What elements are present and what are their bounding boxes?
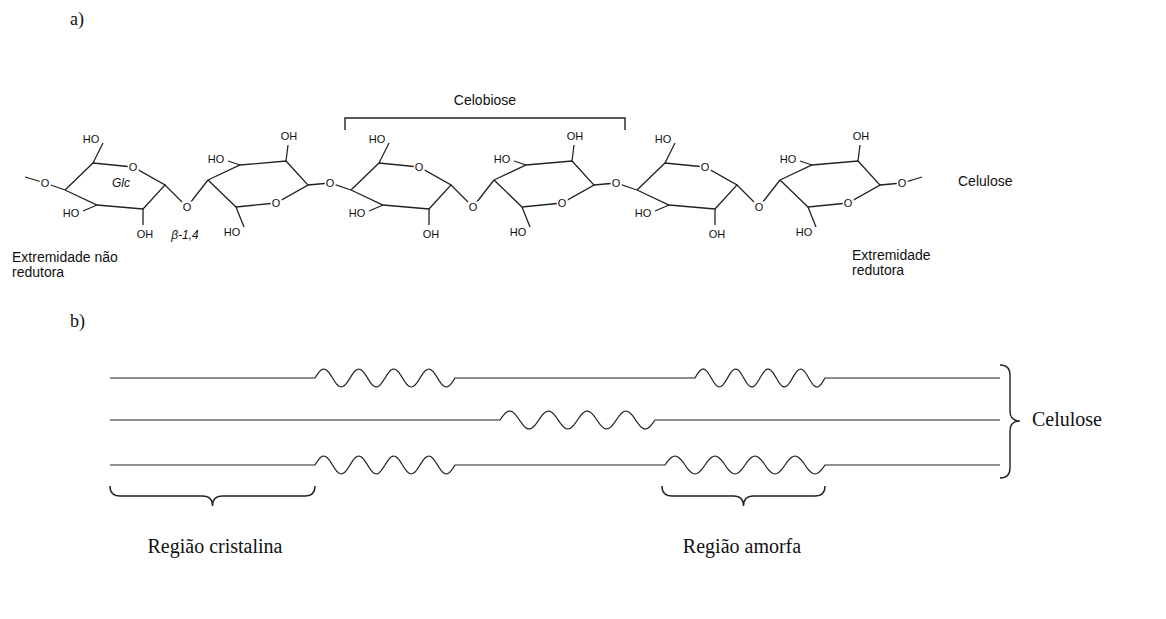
atom-label: HO — [795, 227, 814, 238]
atom-label: OH — [422, 229, 441, 240]
atom-label: HO — [634, 208, 653, 219]
curly-brace — [110, 486, 315, 506]
bond-line — [655, 205, 669, 211]
bond-line — [83, 205, 97, 211]
atom-label: O — [40, 178, 51, 189]
region-label: Região amorfa — [683, 535, 801, 557]
glucose-ring — [780, 161, 880, 207]
atom-label: O — [897, 178, 908, 189]
residue-label: Glc — [111, 177, 131, 189]
atom-label: O — [271, 198, 282, 209]
atom-label: HO — [207, 154, 226, 165]
atom-label: O — [611, 178, 622, 189]
atom-label: HO — [509, 227, 528, 238]
panel-letter: a) — [70, 10, 84, 30]
bond-line — [142, 209, 143, 225]
cellobiose-bracket — [345, 118, 625, 130]
structure-label: Celulose — [1032, 408, 1102, 430]
atom-label: OH — [708, 229, 727, 240]
bond-line — [369, 205, 383, 211]
bond-label: β-1,4 — [170, 229, 200, 241]
bond-line — [228, 161, 240, 165]
atom-label: HO — [62, 208, 81, 219]
bond-line — [665, 143, 675, 163]
atom-label: HO — [223, 227, 242, 238]
glucose-ring — [494, 161, 594, 207]
cellulose-chain — [110, 456, 1000, 474]
atom-label: HO — [82, 134, 101, 145]
atom-label: O — [754, 202, 765, 213]
end-label: Extremidade redutora — [852, 248, 972, 279]
atom-label: HO — [654, 134, 673, 145]
chain-continuation — [25, 177, 65, 190]
atom-label: O — [325, 178, 336, 189]
atom-label: O — [128, 162, 139, 173]
cellulose-chain — [110, 411, 1000, 429]
atom-label: OH — [136, 229, 155, 240]
glucose-ring — [65, 163, 165, 209]
atom-label: O — [414, 162, 425, 173]
glucose-ring — [208, 161, 308, 207]
glucose-ring — [351, 163, 451, 209]
atom-label: HO — [368, 134, 387, 145]
bond-line — [858, 145, 860, 161]
bond-line — [514, 161, 526, 165]
atom-label: O — [557, 198, 568, 209]
bond-line — [379, 143, 389, 163]
panel-letter: b) — [70, 312, 85, 332]
curly-brace — [662, 486, 825, 506]
atom-label: OH — [852, 131, 871, 142]
curly-brace — [1000, 365, 1020, 478]
cellulose-chain — [110, 369, 1000, 387]
bond-line — [522, 207, 530, 227]
atom-label: O — [182, 202, 193, 213]
bond-line — [236, 207, 244, 227]
molecule-label: Celulose — [958, 174, 1012, 189]
bond-line — [93, 143, 103, 163]
atom-label: O — [700, 162, 711, 173]
bracket-label: Celobiose — [454, 93, 516, 108]
atom-label: O — [843, 198, 854, 209]
bond-line — [800, 161, 812, 165]
atom-label: HO — [348, 208, 367, 219]
bond-line — [428, 209, 429, 225]
bond-line — [714, 209, 715, 225]
atom-label: HO — [779, 154, 798, 165]
atom-label: HO — [493, 154, 512, 165]
bond-line — [572, 145, 574, 161]
bond-line — [286, 145, 288, 161]
atom-label: O — [468, 202, 479, 213]
bond-line — [808, 207, 816, 227]
end-label: Extremidade não redutora — [12, 250, 137, 281]
atom-label: OH — [566, 131, 585, 142]
region-label: Região cristalina — [148, 535, 283, 557]
atom-label: OH — [280, 131, 299, 142]
glucose-ring — [637, 163, 737, 209]
